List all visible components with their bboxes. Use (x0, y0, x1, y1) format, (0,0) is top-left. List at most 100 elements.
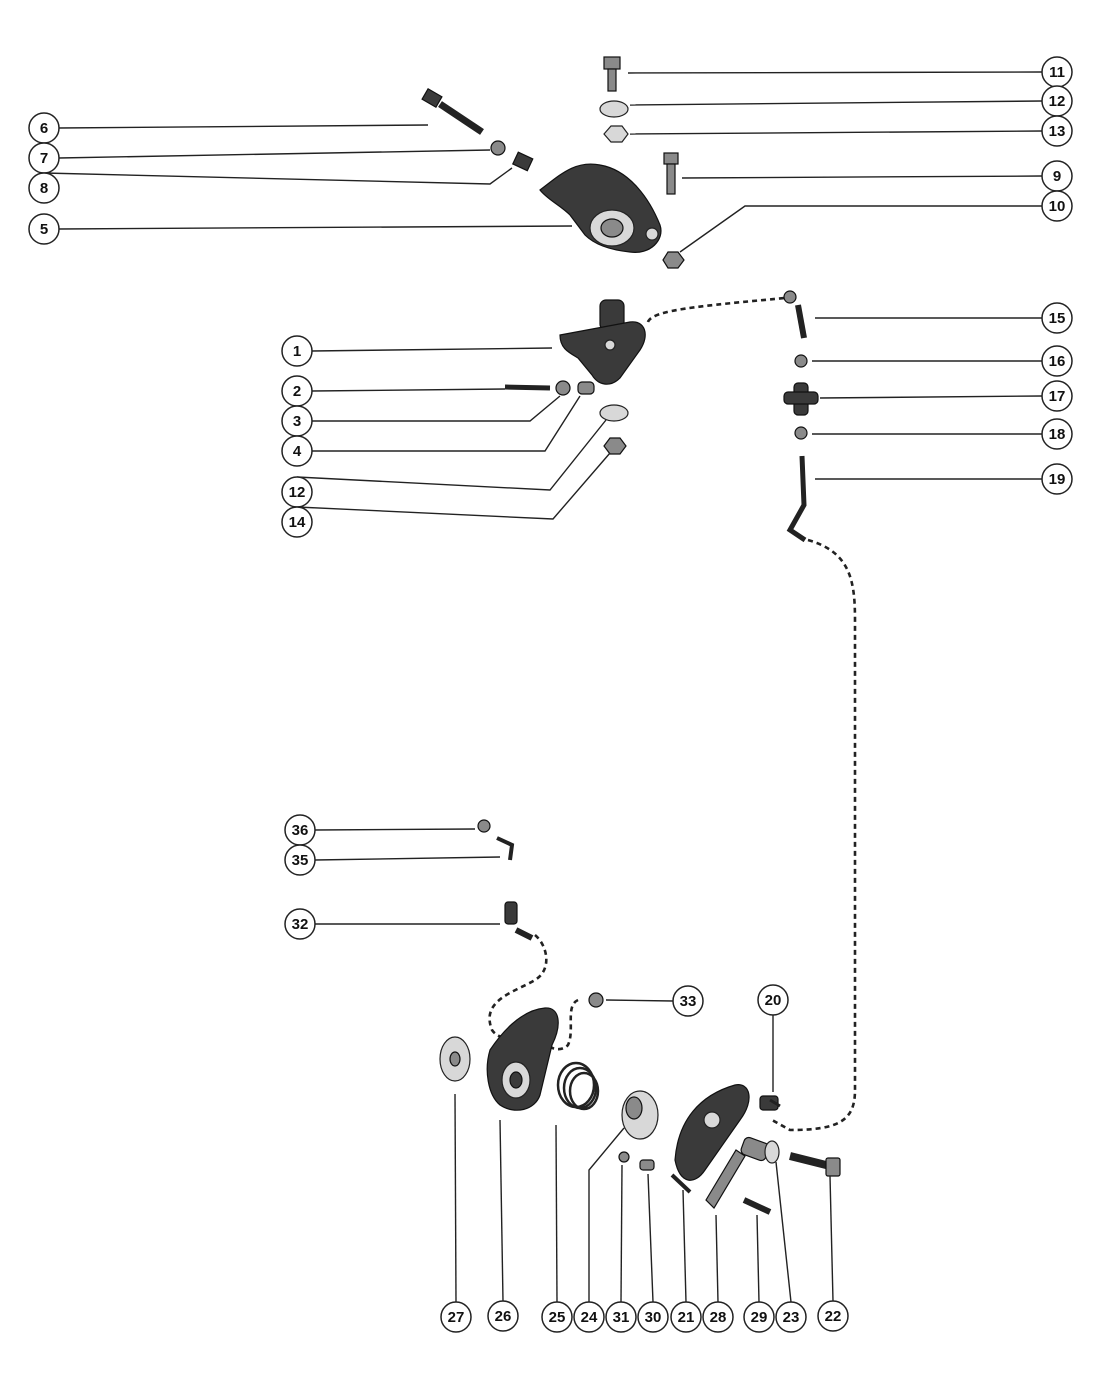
nut-31-shape (618, 1151, 630, 1163)
leader-line (629, 130, 1043, 135)
leader-line (314, 828, 476, 831)
callout: 9 (1041, 160, 1073, 192)
lever-26-shape (486, 1007, 559, 1111)
callout: 3 (281, 405, 313, 437)
leader-line (620, 1164, 623, 1303)
callout: 13 (1041, 115, 1073, 147)
callout: 20 (757, 984, 789, 1016)
svg-text:36: 36 (292, 822, 309, 839)
callout: 5 (28, 213, 60, 245)
svg-text:19: 19 (1049, 471, 1066, 488)
callout: 22 (817, 1300, 849, 1332)
nut-10-shape (662, 251, 685, 269)
callout: 31 (605, 1301, 637, 1333)
leader-line (775, 1161, 792, 1303)
leader-line (454, 1093, 457, 1303)
svg-text:5: 5 (40, 221, 48, 238)
fitting-20-shape (759, 1095, 781, 1111)
callout: 29 (743, 1301, 775, 1333)
leader-line (681, 175, 1043, 179)
washer-12b-shape (599, 404, 629, 422)
callout: 21 (670, 1301, 702, 1333)
nut-33-shape (588, 992, 604, 1008)
svg-text:29: 29 (751, 1309, 768, 1326)
callout: 35 (284, 844, 316, 876)
leader-line (314, 856, 501, 861)
leader-line (296, 419, 607, 491)
nut-14-shape (603, 437, 627, 455)
svg-text:27: 27 (448, 1309, 465, 1326)
link-rod-19-shape (786, 455, 807, 543)
rod-end-15-shape (783, 290, 807, 339)
svg-text:32: 32 (292, 916, 309, 933)
callout: 1 (281, 335, 313, 367)
svg-text:16: 16 (1049, 353, 1066, 370)
callout: 25 (541, 1301, 573, 1333)
bushing-23-shape (740, 1136, 780, 1164)
leader-line (296, 452, 611, 520)
leader-line (58, 149, 491, 159)
svg-text:8: 8 (40, 180, 48, 197)
callout: 28 (702, 1301, 734, 1333)
leader-line (58, 225, 573, 230)
svg-text:23: 23 (783, 1309, 800, 1326)
callout: 16 (1041, 345, 1073, 377)
svg-text:4: 4 (293, 443, 302, 460)
leader-line (58, 124, 429, 129)
bolt-11-shape (603, 56, 621, 92)
callout: 18 (1041, 418, 1073, 450)
pin-35-shape (496, 836, 515, 861)
svg-text:30: 30 (645, 1309, 662, 1326)
callout: 27 (440, 1301, 472, 1333)
svg-text:7: 7 (40, 150, 48, 167)
callout: 33 (672, 985, 704, 1017)
svg-text:21: 21 (678, 1309, 695, 1326)
svg-text:20: 20 (765, 992, 782, 1009)
leader-line (682, 1189, 687, 1303)
svg-text:22: 22 (825, 1308, 842, 1325)
svg-text:12: 12 (289, 484, 306, 501)
bolt-2-shape (504, 384, 551, 391)
svg-text:17: 17 (1049, 388, 1066, 405)
leader-line (627, 71, 1043, 74)
callout: 36 (284, 814, 316, 846)
bracket-1-shape (559, 299, 646, 385)
nut-7-shape (490, 140, 506, 156)
bolt-22-shape (789, 1152, 841, 1177)
svg-text:25: 25 (549, 1309, 566, 1326)
nut-3-shape (555, 380, 571, 396)
callout: 15 (1041, 302, 1073, 334)
washer-12-shape (599, 100, 629, 118)
leader-line (43, 167, 513, 185)
housing-5-shape (539, 163, 662, 253)
nut-13-shape (603, 125, 629, 143)
dashed-linkage-lines (488, 296, 857, 1132)
arm-28-shape (705, 1149, 746, 1209)
callout: 4 (281, 435, 313, 467)
svg-text:24: 24 (581, 1309, 598, 1326)
callout: 11 (1041, 56, 1073, 88)
callout: 8 (28, 172, 60, 204)
nut-18-shape (794, 426, 808, 440)
leader-line (605, 999, 674, 1002)
svg-text:13: 13 (1049, 123, 1066, 140)
svg-text:15: 15 (1049, 310, 1066, 327)
callout: 23 (775, 1301, 807, 1333)
svg-text:1: 1 (293, 343, 301, 360)
callout: 10 (1041, 190, 1073, 222)
callout: 12 (1041, 85, 1073, 117)
leader-line (629, 100, 1043, 106)
leader-line (715, 1214, 719, 1303)
screw-30-shape (639, 1159, 655, 1171)
svg-text:2: 2 (293, 383, 301, 400)
bolt-6-shape (421, 87, 484, 135)
svg-text:28: 28 (710, 1309, 727, 1326)
bushing-4-shape (577, 381, 595, 395)
svg-text:18: 18 (1049, 426, 1066, 443)
callout-labels: 11 12 13 9 10 6 7 8 5 15 16 17 18 19 1 2… (28, 56, 1073, 1333)
callout: 17 (1041, 380, 1073, 412)
leader-line (311, 388, 506, 392)
leader-line (756, 1214, 760, 1303)
